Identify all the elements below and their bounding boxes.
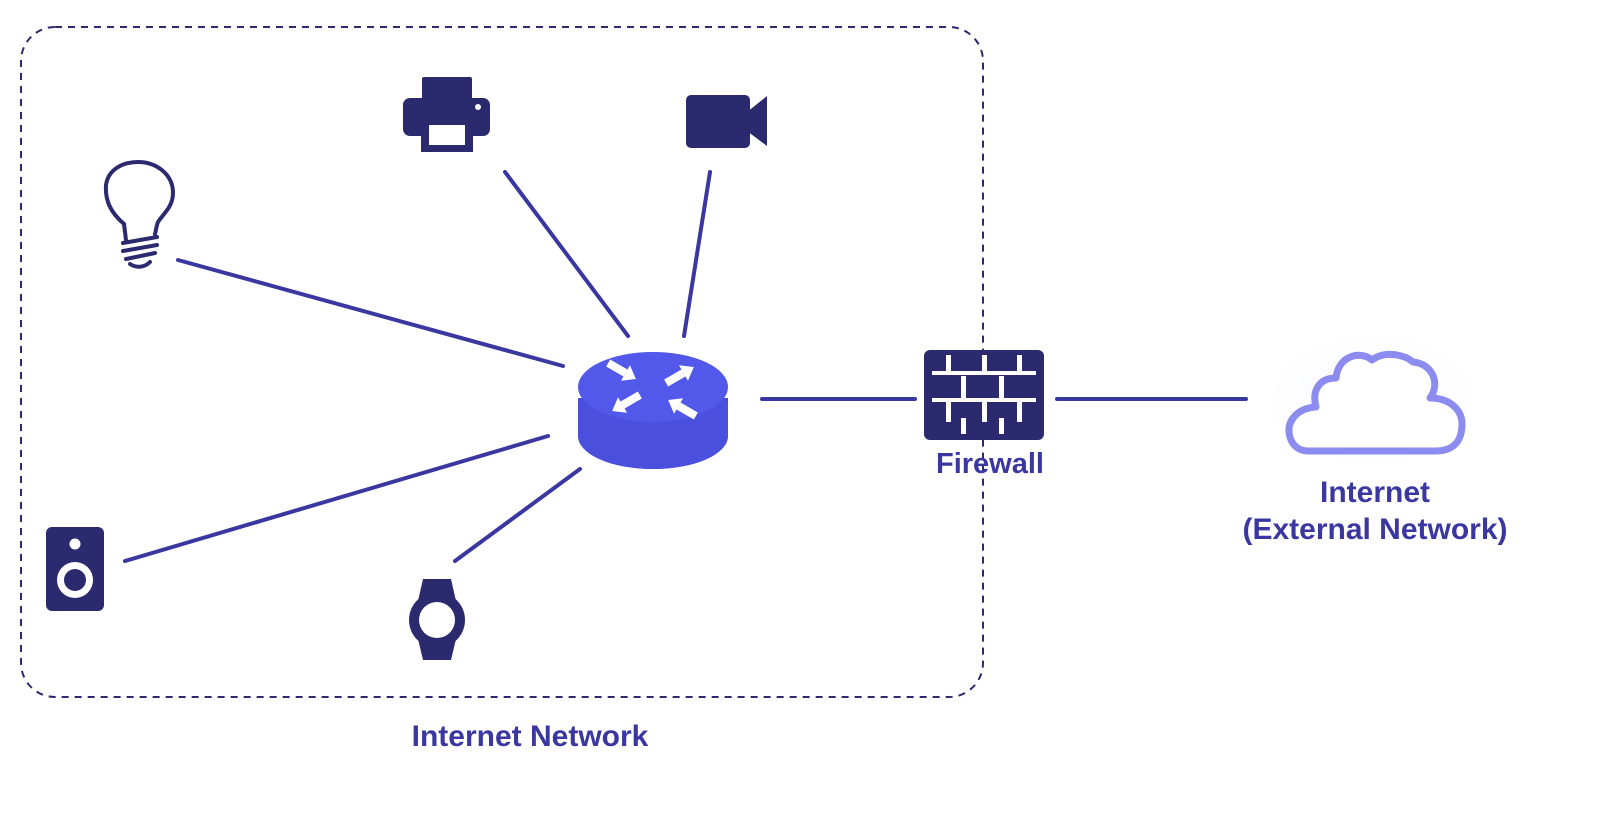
lightbulb-icon <box>103 159 176 269</box>
link-printer-router <box>503 170 630 338</box>
link-watch-router <box>453 467 582 563</box>
printer-icon <box>403 77 490 152</box>
router-icon <box>578 352 728 469</box>
link-camera-router <box>682 170 712 338</box>
smartwatch-icon <box>409 579 465 660</box>
link-bulb-router <box>176 258 565 368</box>
internet-label: Internet (External Network) <box>1230 474 1520 548</box>
internet-label-line1: Internet <box>1319 476 1430 509</box>
link-speaker-router <box>123 434 550 563</box>
speaker-icon <box>46 527 104 611</box>
firewall-icon <box>924 350 1044 440</box>
firewall-label: Firewall <box>936 448 1044 480</box>
video-camera-icon <box>686 95 767 148</box>
cloud-icon <box>1253 325 1493 475</box>
connection-links <box>123 170 1248 563</box>
internal-network-boundary <box>20 26 984 698</box>
internal-network-label: Internet Network <box>411 720 649 753</box>
internet-label-line2: (External Network) <box>1242 513 1508 546</box>
